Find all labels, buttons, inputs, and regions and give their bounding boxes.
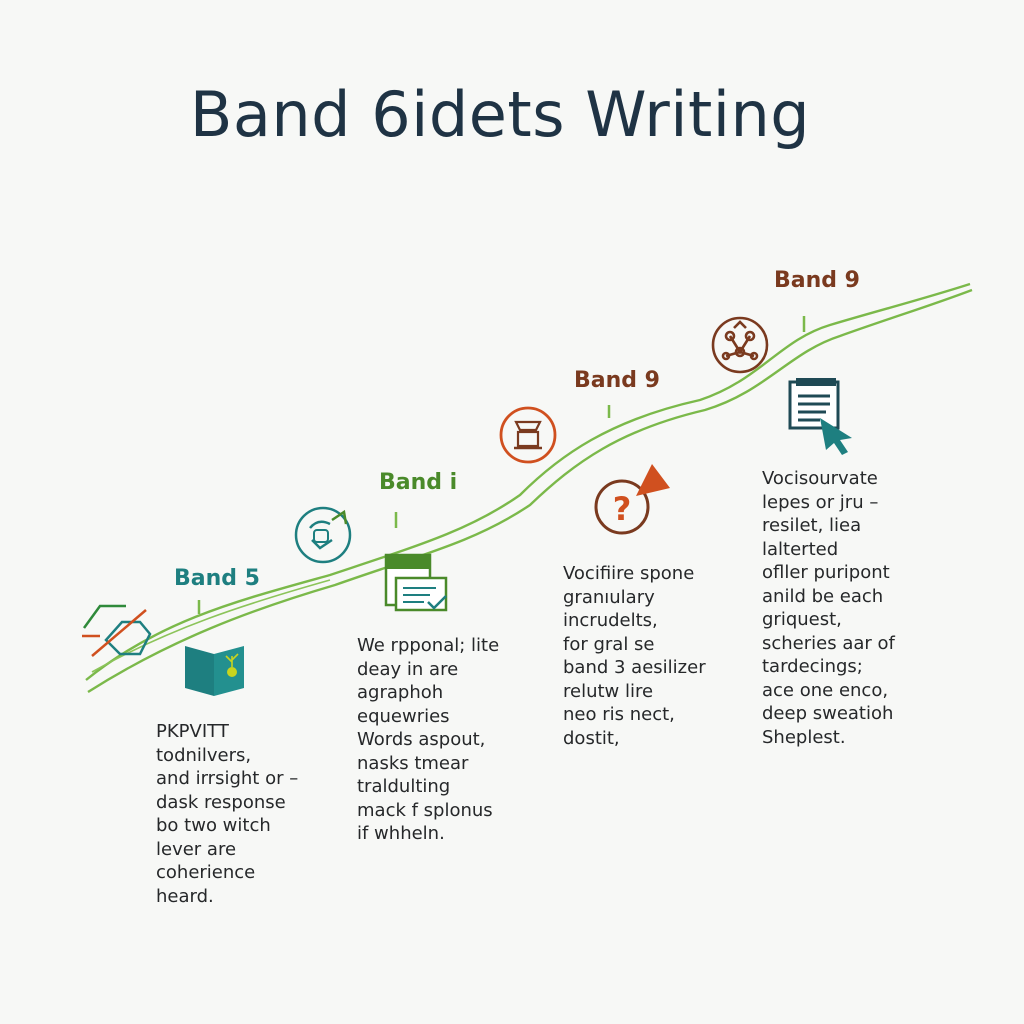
description-line: ace one enco, (762, 679, 889, 701)
description-line: heard. (156, 885, 214, 907)
description-line: Vocifiire spone (563, 563, 695, 584)
band-label-3: Band 9 (574, 368, 660, 393)
description-line: Sheplest. (762, 726, 846, 748)
description-line: coherience (156, 862, 256, 883)
description-line: for gral se (563, 633, 655, 655)
description-line: bo two witch (156, 815, 271, 836)
description-line: deay in are (357, 658, 459, 680)
description-line: lalterted (762, 538, 839, 560)
description-line: traldulting (357, 776, 451, 797)
description-line: and irrsight or – (156, 768, 299, 789)
progress-line-upper (85, 282, 971, 681)
description-line: agraphoh (357, 682, 444, 703)
description-line: Words aspout, (357, 729, 486, 750)
description-line: granıulary (563, 586, 655, 608)
band-label-4: Band 9 (774, 268, 860, 293)
progress-line-mid (91, 579, 331, 673)
document-cursor-icon (788, 378, 852, 455)
podium-icon (499, 406, 557, 464)
description-line: nasks tmear (357, 752, 469, 774)
description-line: ofller puripont (762, 562, 890, 583)
description-line: equewries (357, 705, 450, 727)
document-check-icon (384, 553, 448, 612)
description-line: griquest, (762, 609, 842, 630)
description-line: relutw lire (563, 680, 654, 702)
page-title: Band 6idets Writing (189, 78, 811, 151)
description-line: mack f splonus (357, 799, 493, 821)
band-label-1: Band 5 (174, 566, 260, 591)
description-line: todnilvers, (156, 744, 252, 766)
description-line: dask response (156, 791, 286, 813)
progress-line-lower (87, 288, 973, 694)
book-plant-icon (185, 646, 244, 696)
description-line: PKPVITT (156, 721, 229, 742)
network-icon (711, 316, 769, 374)
description-line: scheries aar of (762, 632, 895, 654)
description-line: lever are (156, 838, 237, 860)
description-line: neo ris nect, (563, 704, 675, 725)
description-line: incrudelts, (563, 610, 658, 631)
band-label-2: Band i (379, 470, 458, 495)
description-line: tardecings; (762, 656, 863, 677)
description-line: We rрponal; lite (357, 635, 500, 656)
description-line: anild be each (762, 585, 884, 607)
description-line: Vocisourvate (762, 468, 878, 489)
svg-text:?: ? (613, 490, 632, 528)
description-line: lepes or jru – (762, 491, 879, 513)
description-line: dostit, (563, 727, 620, 749)
description-line: deep sweatioh (762, 703, 894, 724)
cycle-arrows-icon (294, 506, 352, 564)
question-flag-icon: ? (594, 464, 670, 535)
description-line: if whheln. (357, 823, 445, 844)
shapes-icon (82, 604, 152, 657)
description-line: resilet, liea (762, 515, 862, 536)
description-line: band 3 aesilizer (563, 657, 706, 678)
